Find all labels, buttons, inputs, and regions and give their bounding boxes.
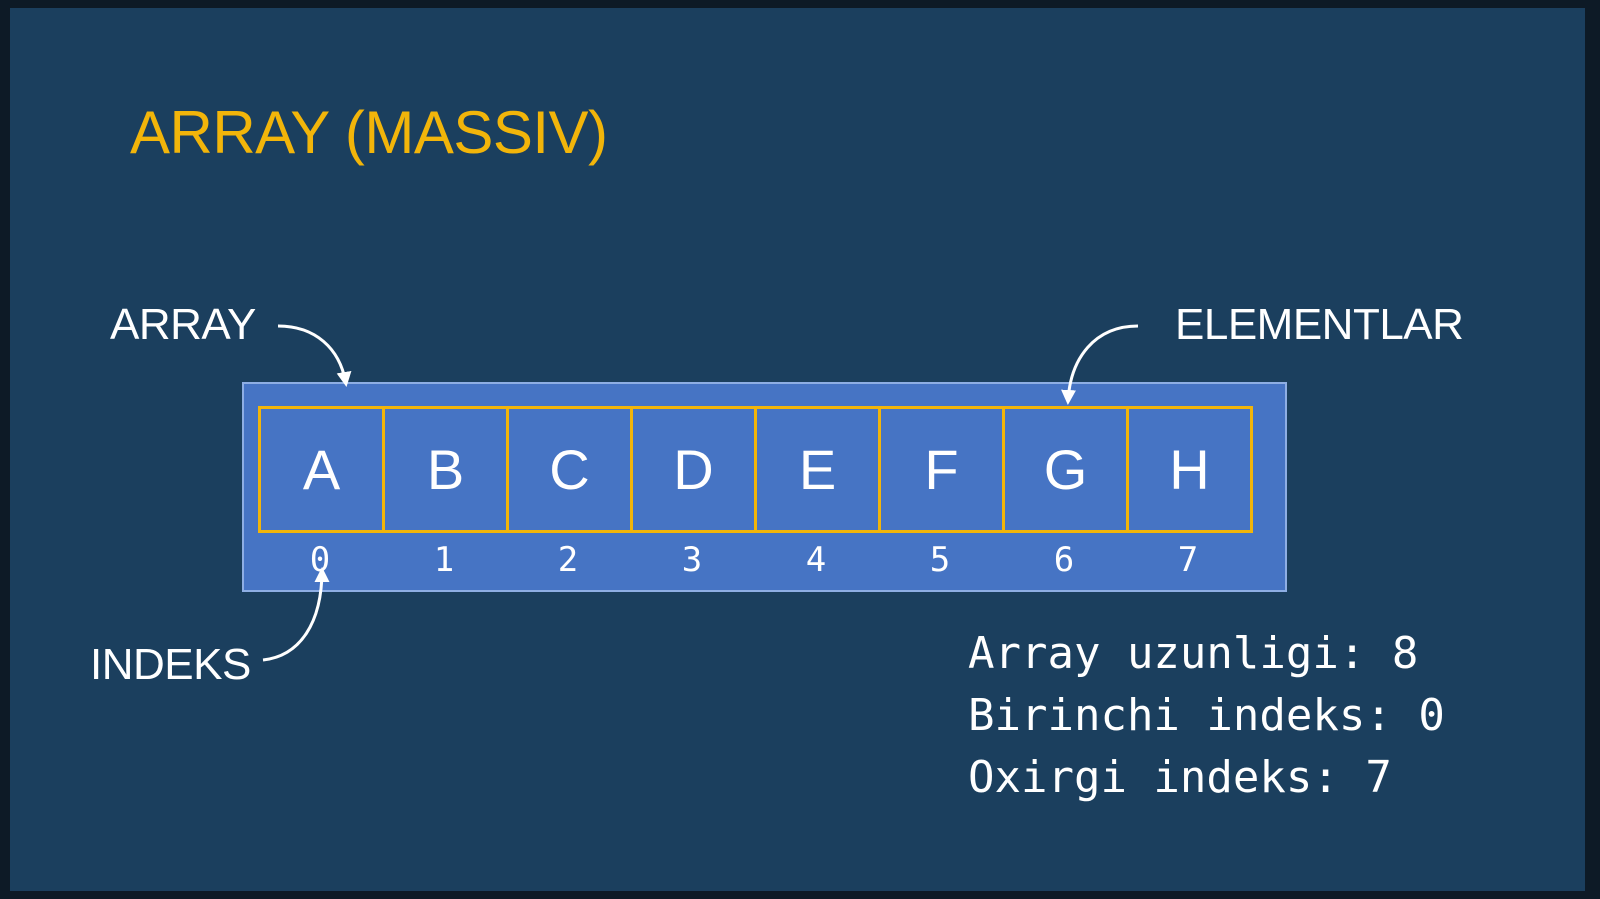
array-index: 7 (1177, 540, 1199, 580)
array-index: 4 (805, 540, 827, 580)
index-arrow-icon (262, 567, 330, 662)
array-arrow-icon (277, 324, 352, 387)
slide: ARRAY (MASSIV) ARRAY ELEMENTLAR INDEKS A… (10, 8, 1585, 891)
array-info: Array uzunligi: 8 Birinchi indeks: 0 Oxi… (968, 623, 1445, 809)
array-length-text: Array uzunligi: 8 (968, 628, 1419, 679)
array-element-cell: E (754, 406, 881, 533)
array-cells: A B C D E F G H (258, 406, 1253, 533)
array-index: 6 (1053, 540, 1075, 580)
array-index: 5 (929, 540, 951, 580)
last-index-text: Oxirgi indeks: 7 (968, 752, 1392, 803)
array-index: 2 (557, 540, 579, 580)
array-index: 3 (681, 540, 703, 580)
index-label: INDEKS (90, 640, 251, 689)
array-container: A B C D E F G H 0 1 2 3 4 5 6 7 (242, 382, 1287, 592)
elements-label: ELEMENTLAR (1175, 300, 1464, 349)
slide-title: ARRAY (MASSIV) (130, 99, 608, 166)
array-element-cell: D (630, 406, 757, 533)
first-index-text: Birinchi indeks: 0 (968, 690, 1445, 741)
array-index: 1 (433, 540, 455, 580)
array-element-cell: H (1126, 406, 1253, 533)
elements-arrow-icon (1061, 324, 1139, 405)
array-label: ARRAY (110, 300, 256, 349)
annotation-arrows (262, 324, 1139, 662)
